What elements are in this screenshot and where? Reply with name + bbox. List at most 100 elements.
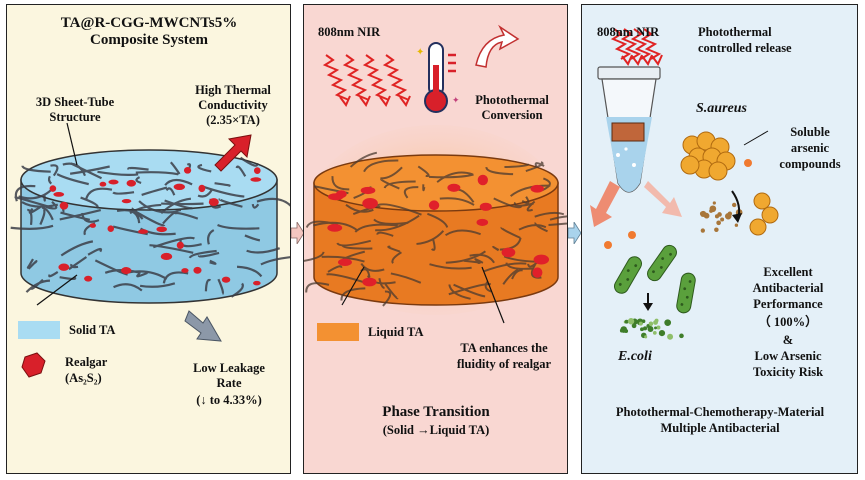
fiber-strand <box>378 278 385 289</box>
realgar-particle <box>107 225 115 232</box>
realgar-particle <box>89 223 96 228</box>
fluidity-label-1: TA enhances the <box>460 341 548 355</box>
realgar-particle <box>176 241 184 249</box>
fiber-strand <box>305 282 330 293</box>
nir-label: 808nm NIR <box>318 25 381 39</box>
fiber-strand <box>390 272 422 284</box>
fiber-strand <box>87 247 103 256</box>
fiber-strand <box>48 271 59 278</box>
fiber-strand <box>135 171 179 176</box>
leakage-label-1: Low Leakage <box>193 361 265 375</box>
performance-label-1: Excellent <box>763 265 813 279</box>
fiber-strand <box>469 253 495 264</box>
lysed-debris <box>624 319 629 324</box>
fiber-strand <box>21 201 59 208</box>
fiber-strand <box>141 186 168 196</box>
composite-title: TA@R-CGG-MWCNTs5% <box>60 15 238 31</box>
fiber-strand <box>534 222 548 233</box>
realgar-particle <box>173 183 186 190</box>
fiber-strand <box>380 166 403 180</box>
lysed-debris <box>656 325 661 330</box>
realgar-particle <box>533 254 550 265</box>
e-coli-bacteria <box>614 244 696 340</box>
fiber-strand <box>127 166 149 171</box>
fiber-strand <box>47 175 53 185</box>
realgar-particle <box>59 201 69 210</box>
fiber-strand <box>304 251 325 262</box>
fiber-strand <box>549 215 567 221</box>
fiber-strand <box>59 276 77 281</box>
debris-grain <box>709 209 713 213</box>
debris-grain <box>700 228 705 233</box>
fiber-strand <box>391 251 402 264</box>
fiber-strand <box>376 203 422 216</box>
svg-text:✦: ✦ <box>416 47 424 58</box>
fiber-strand <box>354 223 398 233</box>
realgar-particle <box>193 266 202 274</box>
debris-grain <box>699 211 705 216</box>
fiber-strand <box>483 262 527 273</box>
fiber-strand <box>521 196 530 205</box>
realgar-particle <box>360 186 376 195</box>
fiber-strand <box>518 224 547 231</box>
fiber-strand <box>504 163 530 169</box>
fiber-strand <box>492 245 500 252</box>
fiber-strand <box>164 178 193 186</box>
staph-cell <box>680 155 700 175</box>
fiber-strand <box>511 269 523 280</box>
fiber-strand <box>541 177 551 192</box>
performance-label-7: Toxicity Risk <box>752 365 824 379</box>
fiber-strand <box>326 273 364 283</box>
fiber-strand <box>527 261 538 268</box>
fiber-strand <box>383 180 416 189</box>
lysed-debris <box>619 328 624 333</box>
realgar-particle <box>362 277 377 287</box>
fiber-strand <box>26 258 34 269</box>
fiber-strand <box>336 239 372 247</box>
performance-label-5: & <box>782 333 794 347</box>
fiber-strand <box>139 282 176 288</box>
fiber-strand <box>68 256 88 271</box>
nir-waves <box>610 28 663 66</box>
legend-realgar: Realgar <box>65 355 108 369</box>
antibacterial-illustration <box>590 28 779 340</box>
lysed-debris <box>641 319 646 324</box>
debris-grain <box>717 212 722 217</box>
svg-text:✦: ✦ <box>452 95 460 105</box>
nir-wave <box>620 28 642 60</box>
fiber-strand <box>70 263 79 269</box>
phase-transition-panel: ✦ ✦ 808nm NIR Photothermal Conversion Li… <box>303 4 568 474</box>
realgar-particle <box>99 181 107 187</box>
phase-transition-illustration: ✦ ✦ <box>304 24 567 324</box>
realgar-particle <box>477 174 489 186</box>
fiber-strand <box>367 275 396 285</box>
fiber-strand <box>179 239 202 248</box>
lysed-debris <box>638 321 643 326</box>
realgar-particle <box>58 263 70 271</box>
realgar-particle <box>428 200 440 211</box>
s-aureus-cluster <box>680 131 779 236</box>
realgar-particle <box>530 184 544 193</box>
fiber-strand <box>188 249 217 259</box>
debris-grain <box>714 227 719 232</box>
panel-arrow-2 <box>568 222 581 244</box>
realgar-particle <box>121 267 132 275</box>
solid-ta-swatch <box>18 321 60 339</box>
debris-grain <box>712 201 716 205</box>
fiber-strand <box>162 208 182 225</box>
phase-title: Phase Transition <box>382 404 490 420</box>
fiber-strand <box>214 182 231 187</box>
fiber-strand <box>197 251 220 258</box>
debris-grain <box>724 212 732 220</box>
liquid-composite-cylinder <box>304 125 567 315</box>
fiber-strand <box>138 200 177 214</box>
performance-label-4: （ 100%） <box>758 315 818 329</box>
photothermal-label-1: Photothermal <box>475 93 549 107</box>
lysed-debris <box>658 329 666 337</box>
fiber-strand <box>165 187 176 196</box>
arsenic-label-2: arsenic <box>790 141 830 155</box>
lysed-debris <box>631 323 637 329</box>
fiber-strand <box>502 268 519 285</box>
fiber-strand <box>41 206 54 221</box>
staph-cell <box>749 218 767 236</box>
